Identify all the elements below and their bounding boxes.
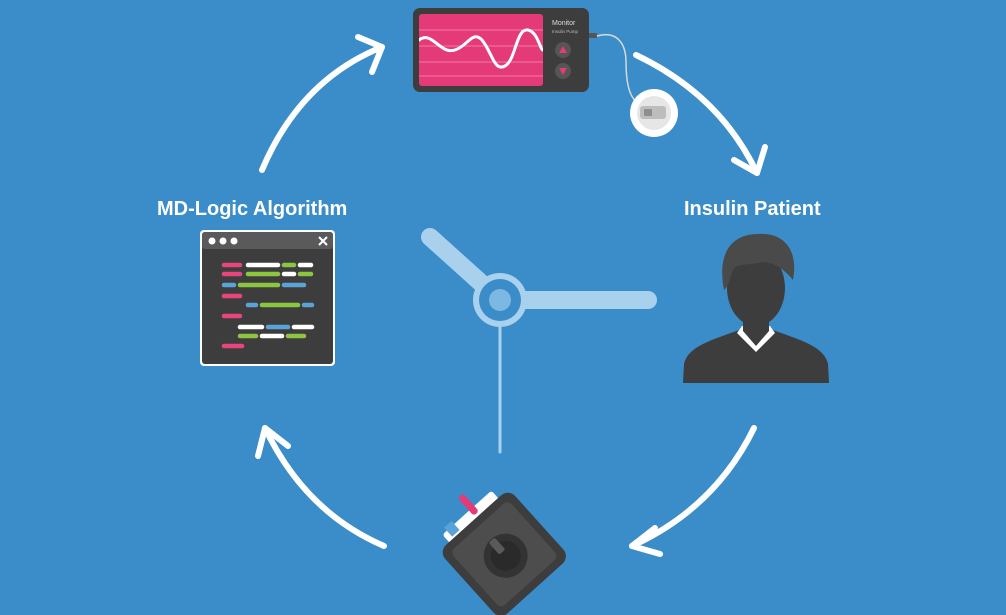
cycle-arrows [255,34,768,557]
sensor-cable [596,33,641,105]
arrow-patient-to-pump [629,425,757,557]
monitor-connector [589,33,597,38]
monitor-title: Monitor [552,20,576,27]
arrow-down-icon [559,68,567,75]
clock-hub-center [489,289,511,311]
person-hair [722,233,795,290]
algorithm-label: MD-Logic Algorithm [157,198,348,220]
insulin-pump-icon [442,491,566,615]
sensor-plate [640,106,666,119]
arrow-up-icon [559,46,567,53]
monitor-screen [419,14,543,86]
clock-icon [421,228,657,454]
code-window-body [202,232,333,364]
pump-dial-knob [489,538,505,554]
window-dot-icon [208,237,216,245]
pump-cartridge-accent [444,521,460,537]
person-head [727,250,785,326]
code-window-icon [200,230,335,366]
monitor-subtitle: Insulin Pump [552,29,579,34]
patient-label: Insulin Patient [684,198,821,220]
window-dot-icon [219,237,227,245]
person-shoulders [683,329,829,383]
monitor-device-icon: Monitor Insulin Pump [413,8,641,105]
code-window-titlebar [202,232,333,249]
sensor-icon [630,89,678,137]
arrow-algorithm-to-monitor [259,34,385,173]
close-icon [318,236,328,246]
pump-plunger [458,494,478,515]
sensor-chip [644,109,652,116]
code-lines [221,262,315,349]
window-dot-icon [230,237,238,245]
monitor-graph [419,28,543,77]
arrow-monitor-to-patient [633,52,768,176]
person-silhouette-icon [683,233,829,383]
arrow-pump-to-algorithm [255,425,387,549]
